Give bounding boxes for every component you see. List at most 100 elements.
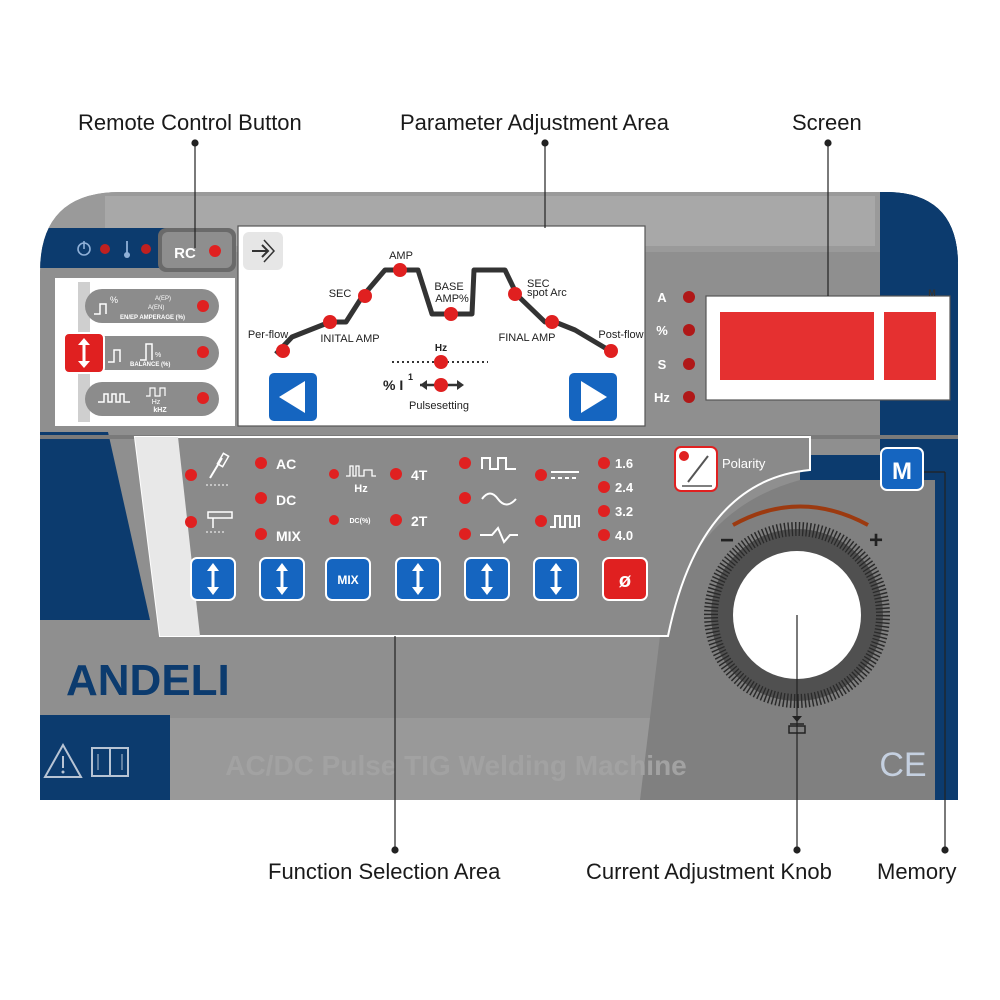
trigger-2t: 2T — [411, 513, 428, 529]
enter-button[interactable] — [243, 232, 283, 270]
enter-icon — [252, 244, 270, 258]
right-triangle-icon — [581, 381, 607, 413]
polarity-button[interactable]: Polarity — [674, 446, 766, 492]
label-base-amp-1: BASE — [434, 281, 463, 293]
frequency-button[interactable]: Hz kHZ — [85, 382, 219, 416]
knob-plus: + — [869, 527, 883, 554]
left-parameter-buttons: % A(EP) A(EN) EN/EP AMPERAGE (%) % BALAN… — [55, 278, 235, 426]
param-dot-post-flow[interactable] — [604, 344, 618, 358]
function-button-1[interactable] — [190, 557, 236, 601]
tig-torch-icon — [206, 452, 230, 486]
unit-hz: Hz — [654, 390, 670, 405]
balance-led — [197, 346, 209, 358]
label-sec-right: SEC — [527, 278, 550, 290]
label-sec-left: SEC — [329, 288, 352, 300]
knob-minus: − — [720, 527, 734, 554]
label-final-amp: FINAL AMP — [498, 332, 555, 344]
svg-text:1: 1 — [408, 372, 413, 382]
label-initial-amp: INITAL AMP — [320, 333, 379, 345]
next-parameter-button[interactable] — [567, 371, 619, 423]
param-dot-pulse-hz[interactable] — [434, 355, 448, 369]
label-pulse-pct: % I — [383, 377, 403, 393]
svg-text:Hz: Hz — [354, 483, 368, 495]
previous-parameter-button[interactable] — [267, 371, 319, 423]
callout-function-selection-area: Function Selection Area — [268, 859, 501, 884]
left-triangle-icon — [279, 381, 305, 413]
right-arrow-icon — [457, 380, 464, 390]
function-button-5[interactable] — [464, 557, 510, 601]
brand-logo: ANDELI — [66, 656, 230, 705]
diameter-button[interactable]: ø — [602, 557, 648, 601]
screen-display-aux — [884, 312, 936, 380]
function-selection-area: AC DC MIX Hz DC(%) 4T 2T 1.6 2.4 3 — [133, 436, 811, 637]
pulse-hz-icon — [346, 465, 376, 477]
mix-button-label: MIX — [337, 573, 358, 587]
memory-button[interactable]: M — [880, 447, 924, 491]
left-select-button[interactable] — [63, 332, 105, 374]
amperage-wave-icon — [94, 303, 107, 315]
label-pulsesetting: Pulsesetting — [409, 400, 469, 412]
param-dot-base-amp[interactable] — [444, 307, 458, 321]
screen: M — [705, 288, 951, 401]
ce-mark: CE — [879, 746, 926, 784]
trigger-4t: 4T — [411, 467, 428, 483]
left-arrow-icon — [420, 380, 427, 390]
mix-button[interactable]: MIX — [325, 557, 371, 601]
amperage-button[interactable]: % A(EP) A(EN) EN/EP AMPERAGE (%) — [85, 289, 219, 323]
svg-text:A(EN): A(EN) — [148, 305, 164, 311]
svg-text:EN/EP AMPERAGE (%): EN/EP AMPERAGE (%) — [120, 315, 185, 321]
unit-indicators: A % S Hz — [654, 290, 695, 405]
function-button-4[interactable] — [395, 557, 441, 601]
diameter-2-4: 2.4 — [615, 480, 634, 495]
label-base-amp-2: AMP% — [435, 293, 469, 305]
function-button-6[interactable] — [533, 557, 579, 601]
status-leds — [77, 241, 151, 258]
model-name: AC/DC Pulse TIG Welding Machine — [225, 750, 687, 781]
svg-text:%: % — [155, 352, 161, 359]
sine-wave-icon — [481, 492, 517, 506]
square-wave-icon — [481, 457, 516, 470]
param-dot-amp[interactable] — [393, 263, 407, 277]
knob-range-arc — [732, 504, 869, 527]
param-dot-initial-amp[interactable] — [323, 315, 337, 329]
callout-leaders — [191, 139, 949, 854]
unit-s: S — [658, 357, 667, 372]
callout-screen: Screen — [792, 110, 862, 135]
polarity-icon — [687, 455, 709, 483]
unit-percent: % — [656, 323, 668, 338]
parameter-adjustment-area: AMP SEC BASE AMP% SEC spot Arc Per-flow … — [237, 225, 646, 427]
rc-label: RC — [174, 245, 196, 262]
param-dot-sec-right[interactable] — [508, 287, 522, 301]
up-arrow-icon — [78, 338, 90, 345]
diameter-4-0: 4.0 — [615, 528, 633, 543]
balance-button[interactable]: % BALANCE (%) — [85, 336, 219, 370]
pulse-dc-label: DC(%) — [350, 518, 371, 525]
power-led — [100, 244, 110, 254]
mode-dc: DC — [276, 492, 296, 508]
temperature-led — [141, 244, 151, 254]
mode-ac: AC — [276, 456, 296, 472]
param-dot-final-amp[interactable] — [545, 315, 559, 329]
svg-text:%: % — [110, 295, 118, 305]
rc-led — [209, 245, 221, 257]
svg-text:Hz: Hz — [152, 399, 161, 406]
param-dot-pulse-pct[interactable] — [434, 378, 448, 392]
frequency-led — [197, 392, 209, 404]
callout-current-adjustment-knob: Current Adjustment Knob — [586, 859, 832, 884]
remote-control-button[interactable]: RC — [158, 228, 236, 272]
param-dot-sec-left[interactable] — [358, 289, 372, 303]
triangle-wave-icon — [480, 526, 518, 544]
mode-mix: MIX — [276, 528, 302, 544]
down-arrow-icon — [78, 361, 90, 368]
pulse-train-icon — [550, 515, 580, 528]
callout-parameter-adjustment-area: Parameter Adjustment Area — [400, 110, 670, 135]
label-amp: AMP — [389, 250, 413, 262]
memory-label: M — [892, 458, 912, 485]
label-per-flow: Per-flow — [248, 329, 288, 341]
label-post-flow: Post-flow — [598, 329, 643, 341]
function-button-2[interactable] — [259, 557, 305, 601]
frequency-wave-icon — [98, 393, 130, 403]
screen-display-main — [720, 312, 874, 380]
param-dot-per-flow[interactable] — [276, 344, 290, 358]
